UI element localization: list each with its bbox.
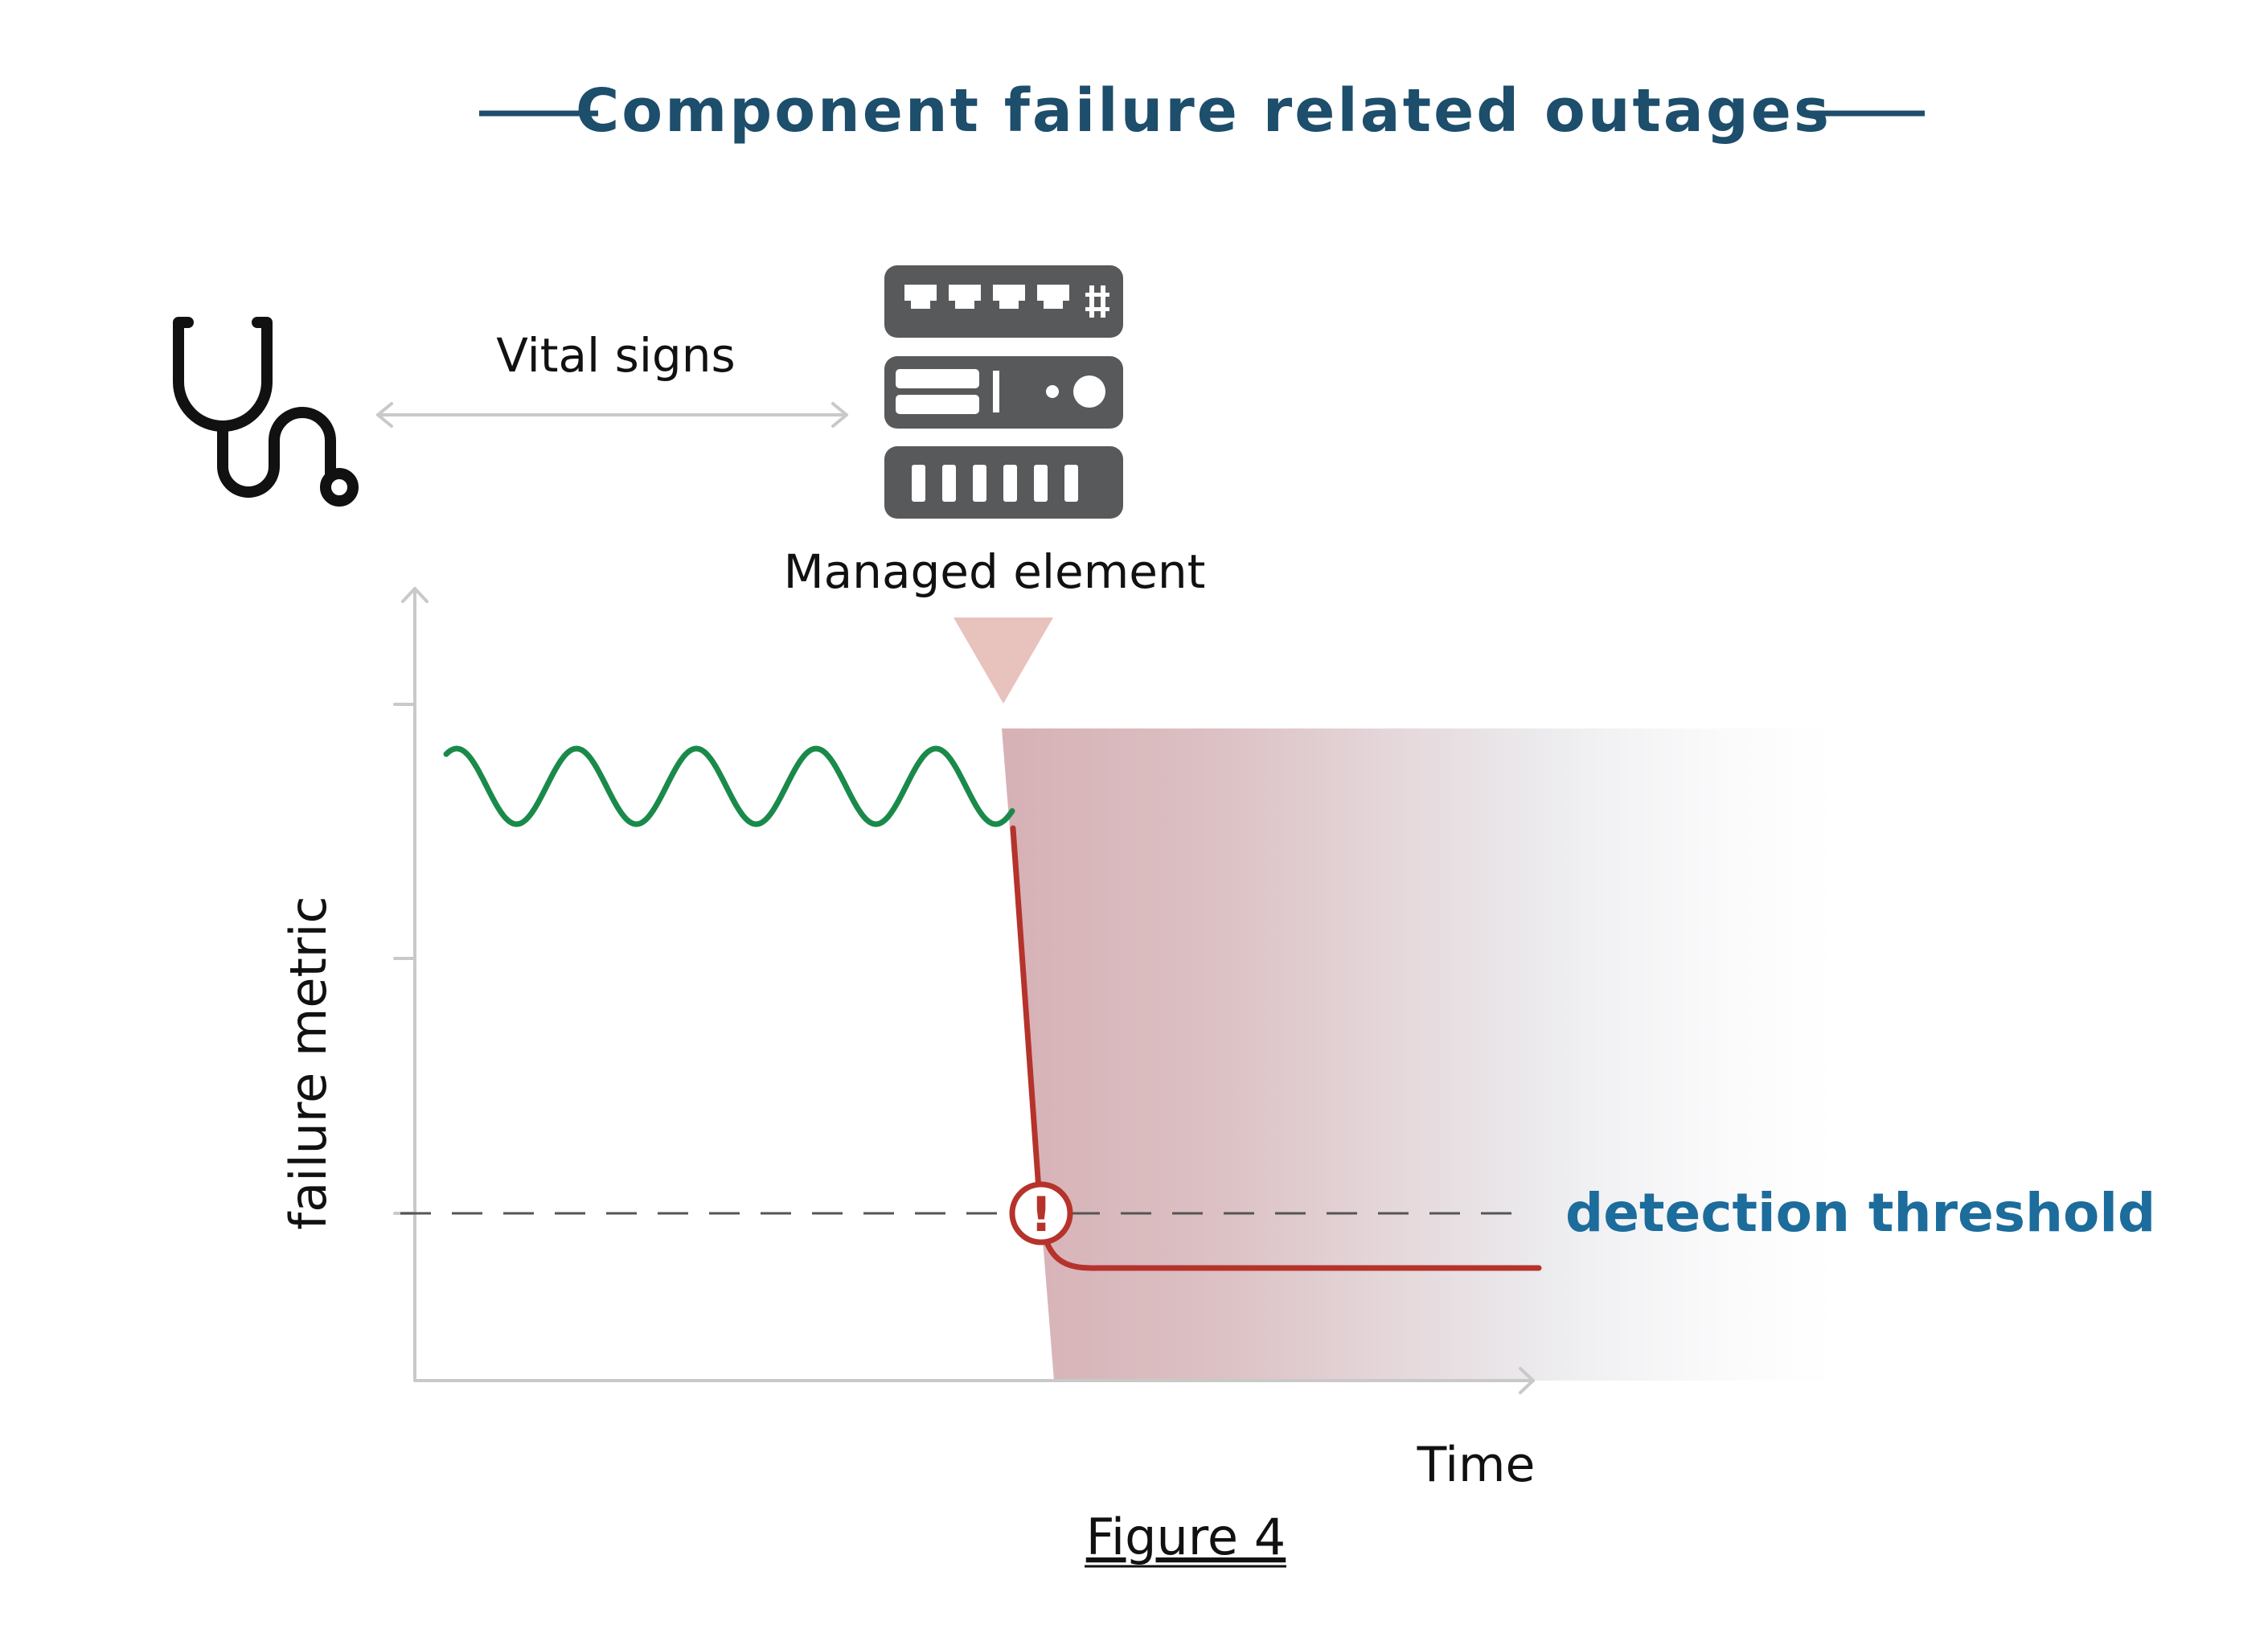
y-axis-label: failure metric (279, 896, 338, 1229)
managed-element-label: Managed element (784, 544, 1206, 599)
healthy-signal-line (443, 745, 1015, 827)
vital-signs-label: Vital signs (496, 328, 735, 383)
threshold-label: detection threshold (1565, 1182, 2155, 1244)
figure-caption: Figure 4 (1086, 1508, 1286, 1566)
vital-signs-arrow (376, 402, 848, 428)
x-axis (413, 1367, 1535, 1394)
x-axis-label: Time (1417, 1437, 1536, 1493)
page-title: Component failure related outages (576, 76, 1831, 146)
outage-region (1002, 728, 1841, 1381)
exclamation-alert-icon: ! (1009, 1181, 1073, 1245)
alert-symbol: ! (1030, 1187, 1052, 1243)
failure-marker-triangle-icon (954, 618, 1053, 704)
y-axis (393, 587, 429, 1382)
stethoscope-icon (173, 317, 359, 507)
server-rack-icon (884, 265, 1123, 519)
